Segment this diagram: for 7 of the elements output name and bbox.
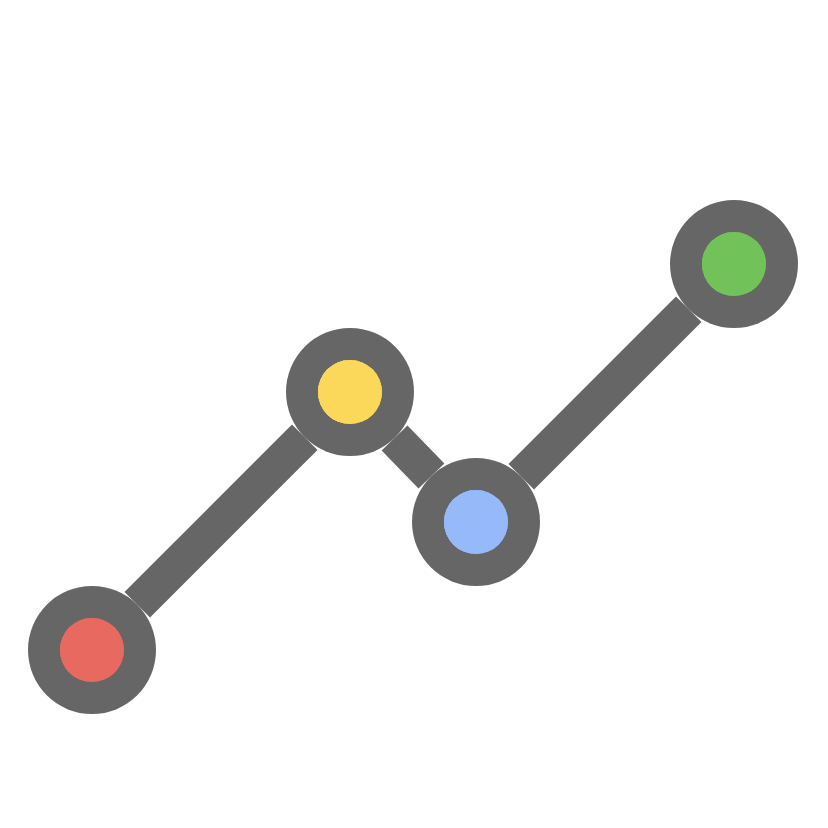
connector-line bbox=[381, 425, 445, 489]
data-point-marker bbox=[412, 458, 540, 586]
data-point-marker bbox=[286, 328, 414, 456]
connector-line bbox=[508, 296, 702, 490]
connector-line bbox=[124, 424, 318, 618]
data-point-marker bbox=[28, 586, 156, 714]
data-point-marker bbox=[670, 200, 798, 328]
